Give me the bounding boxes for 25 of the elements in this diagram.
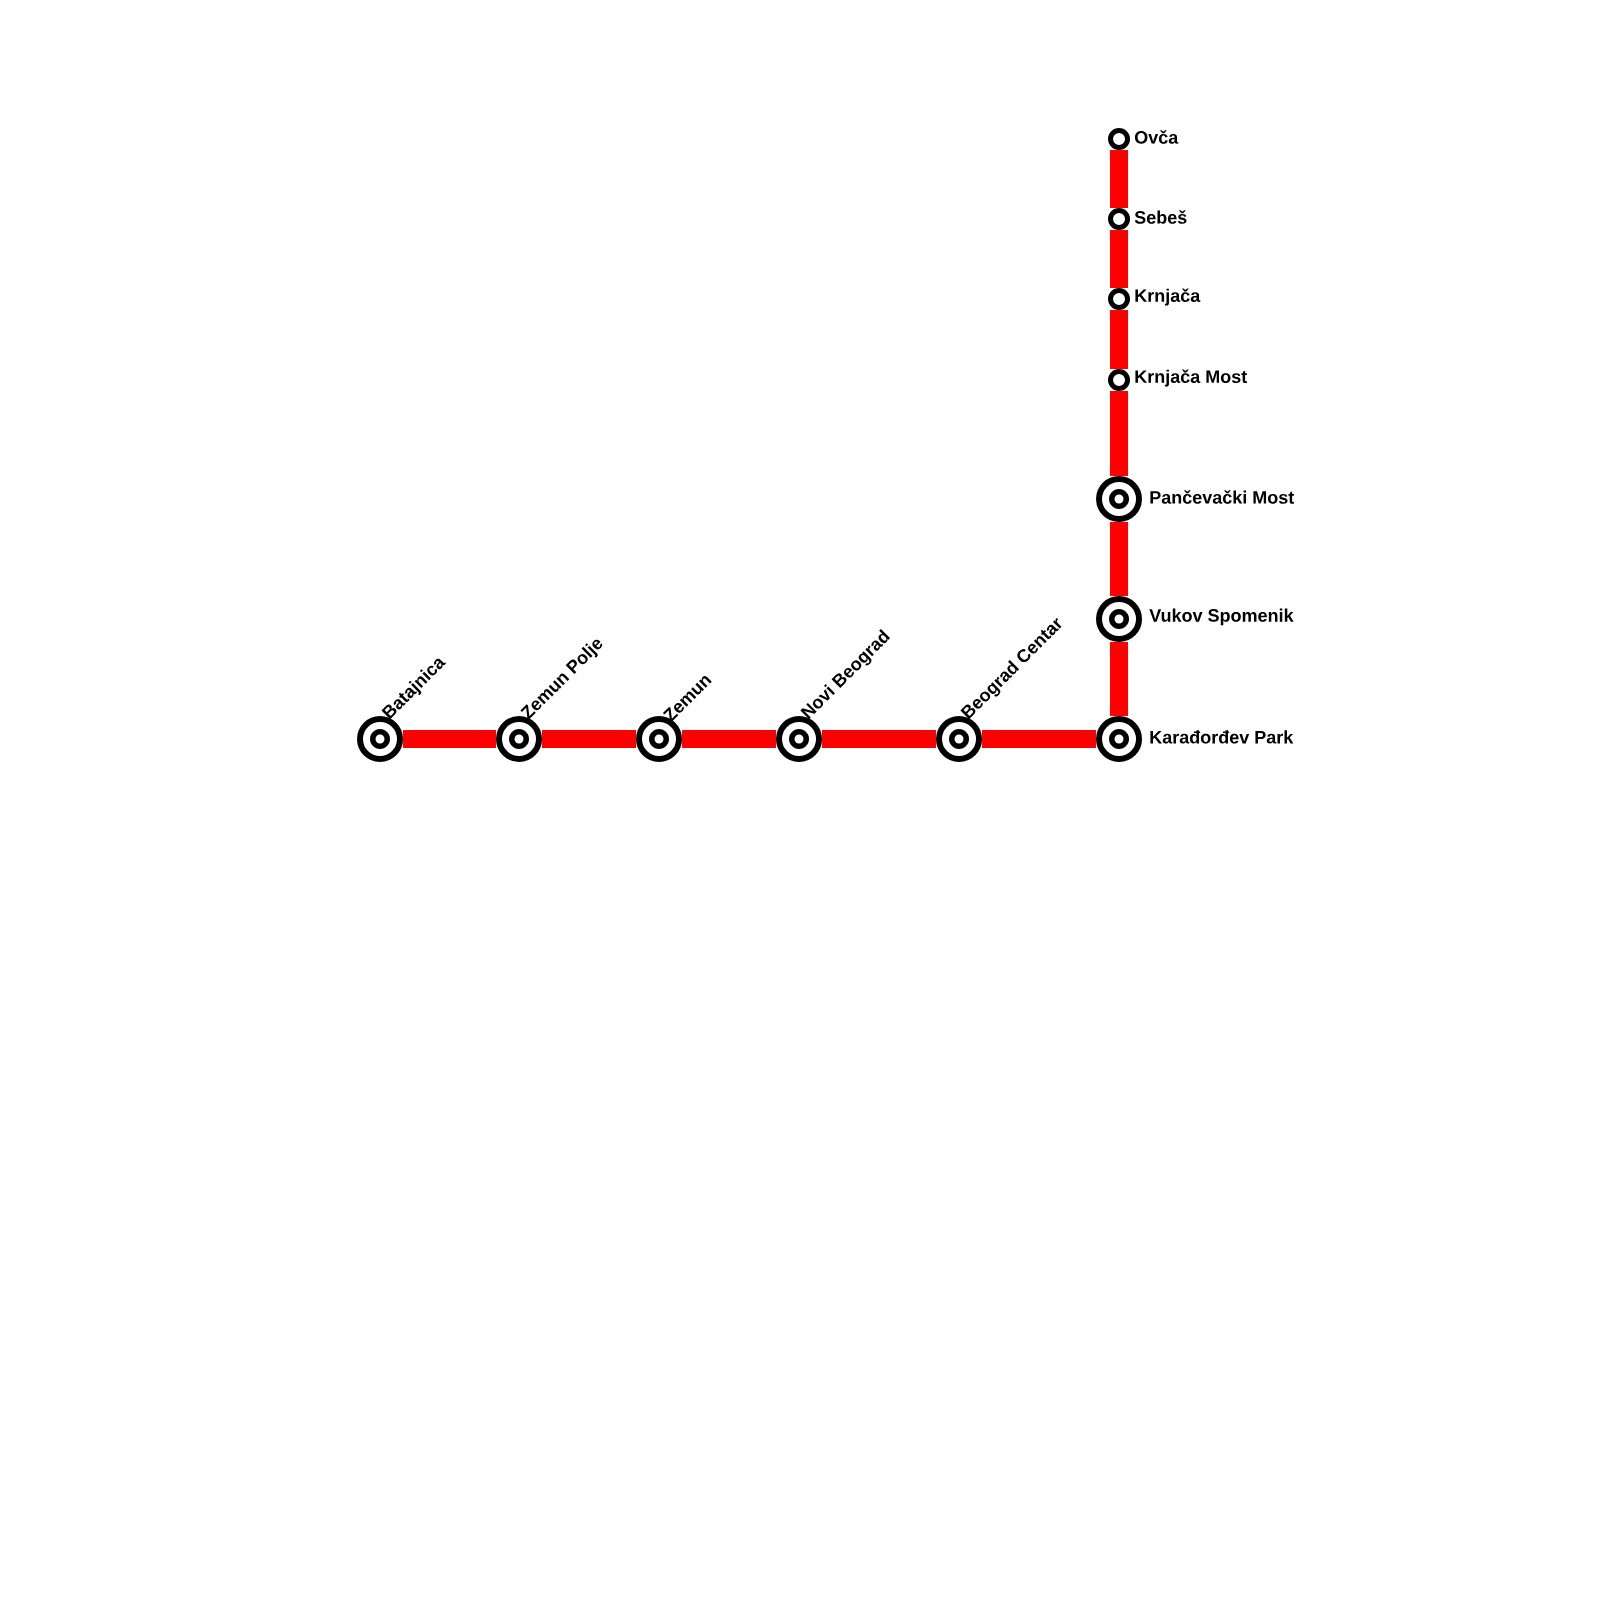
rail-line (1110, 642, 1128, 716)
rail-line (682, 730, 776, 748)
rail-line (1110, 391, 1128, 476)
rail-line (1110, 230, 1128, 288)
station-label: Krnjača (1135, 288, 1201, 306)
station-label: Pančevački Most (1150, 490, 1295, 504)
station-label: Sebeš (1134, 210, 1187, 224)
station-marker (1108, 288, 1130, 310)
station-marker (1096, 476, 1142, 522)
station-label: Karađorđev Park (1150, 730, 1294, 744)
rail-line (1110, 150, 1128, 208)
rail-line (542, 730, 636, 748)
station-marker (1108, 127, 1130, 150)
rail-line (1110, 522, 1128, 596)
station-marker (1108, 208, 1130, 230)
rail-line (822, 730, 936, 748)
station-marker (1108, 369, 1130, 391)
station-marker (1096, 596, 1142, 642)
station-label: Vukov Spomenik (1149, 608, 1294, 626)
rail-line (1110, 310, 1128, 369)
rail-line (982, 730, 1096, 748)
station-label: Krnjača Most (1135, 369, 1247, 387)
station-marker (1096, 716, 1142, 762)
station-label: Ovča (1134, 130, 1179, 144)
rail-line (403, 730, 496, 748)
